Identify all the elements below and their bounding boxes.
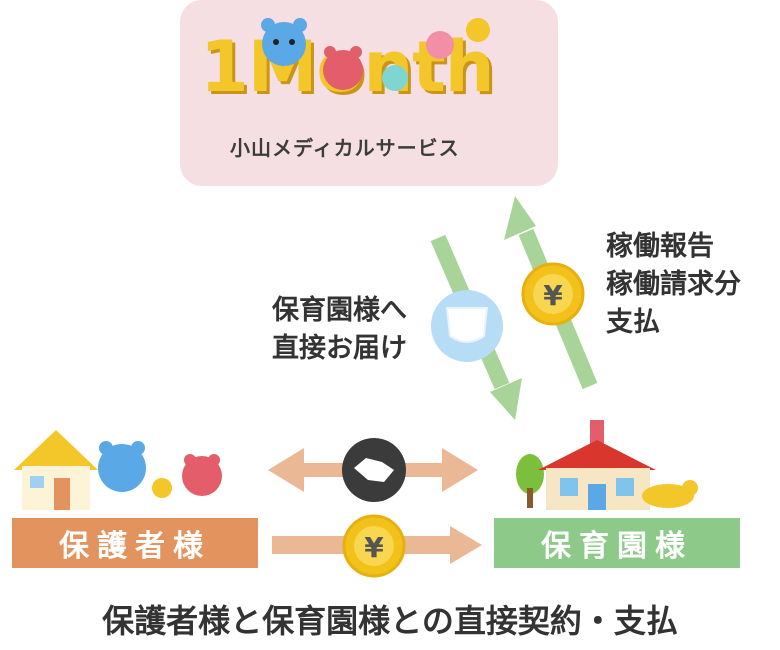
contract-arrow [268,448,478,492]
diaper-icon [431,290,503,362]
yen-symbol-upper: ¥ [543,279,563,312]
nursery-label: 保育園様 [494,518,740,568]
delivery-note-line1: 保育園様へ [272,295,407,326]
yen-symbol-lower: ¥ [364,531,384,564]
report-note-line2: 稼働請求分 [606,269,741,300]
diagram-caption: 保護者様と保育園様との直接契約・支払 [102,602,678,640]
report-note: 稼働報告 稼働請求分 支払 [606,228,741,342]
nursery-building-icon [538,420,656,510]
logo-characters-icon [261,18,490,91]
delivery-note-line2: 直接お届け [272,333,407,364]
report-note-line3: 支払 [606,307,660,338]
yen-coin-lower-icon [342,514,406,578]
bear-family-icon [98,441,222,498]
guardian-label: 保護者様 [12,518,258,568]
yen-coin-icon [521,262,585,326]
giraffe-icon [642,480,698,508]
logo-panel [180,0,558,186]
company-name: 小山メディカルサービス [230,136,460,160]
handshake-icon [342,438,406,502]
report-note-line1: 稼働報告 [606,231,714,262]
house-icon [14,430,98,510]
tree-icon [516,454,544,508]
delivery-note: 保育園様へ 直接お届け [272,292,407,368]
